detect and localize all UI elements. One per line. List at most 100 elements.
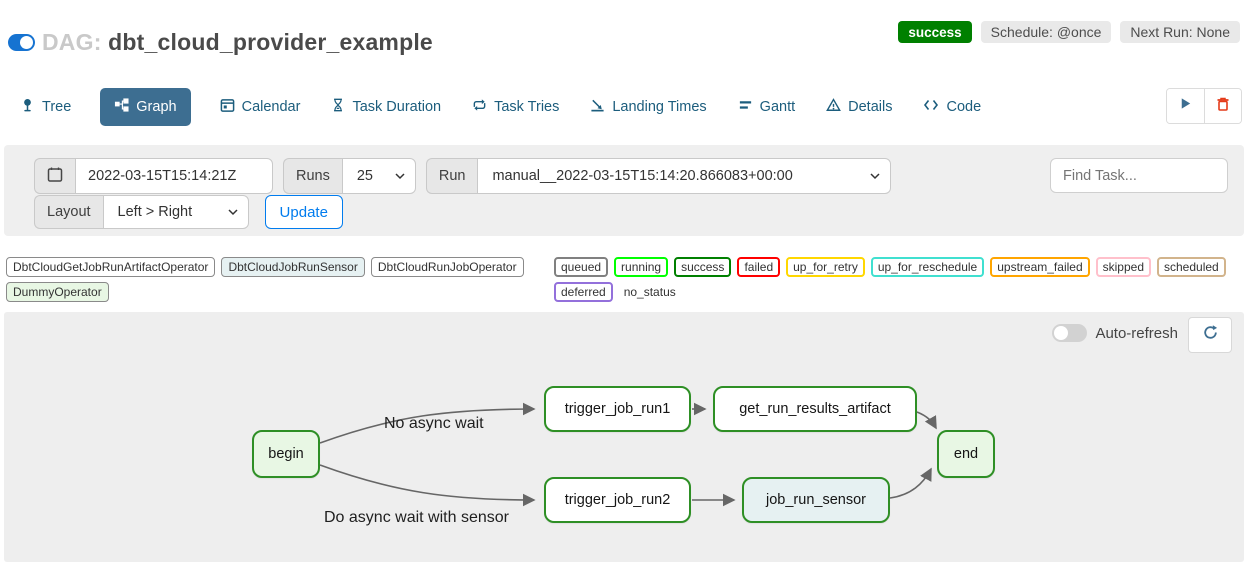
- state-badge: scheduled: [1157, 257, 1226, 277]
- trash-icon: [1215, 96, 1231, 117]
- state-badge: up_for_reschedule: [870, 257, 985, 277]
- tab-task-tries[interactable]: Task Tries: [470, 89, 561, 125]
- filter-row-1: Runs 25 Run manual__2022-03-15T15:14:20.…: [34, 158, 901, 194]
- refresh-icon: [1202, 324, 1219, 346]
- dag-graph-panel: Auto-refresh No async wait Do async wait…: [4, 312, 1244, 562]
- task-node-trigger-job-run2[interactable]: trigger_job_run2: [544, 477, 691, 523]
- tab-label: Task Tries: [494, 99, 560, 115]
- num-runs-group: Runs 25: [283, 158, 416, 194]
- view-tabs: Tree Graph Calendar Task Duration Task T…: [18, 88, 983, 126]
- tab-calendar[interactable]: Calendar: [218, 89, 303, 125]
- tab-label: Code: [946, 99, 982, 115]
- page-title: DAG: dbt_cloud_provider_example: [42, 29, 433, 56]
- run-label: Run: [425, 158, 478, 194]
- base-date-input[interactable]: [76, 168, 272, 184]
- graph-icon: [114, 97, 129, 117]
- tab-code[interactable]: Code: [921, 89, 983, 125]
- task-node-get-run-results-artifact[interactable]: get_run_results_artifact: [713, 386, 917, 432]
- operator-badge: DbtCloudJobRunSensor: [221, 257, 365, 277]
- find-task-wrap: [1050, 158, 1228, 193]
- layout-value: Left > Right: [117, 204, 193, 220]
- tab-label: Tree: [42, 99, 72, 115]
- toggle-knob: [20, 36, 33, 49]
- edge-label: No async wait: [384, 415, 484, 432]
- trigger-dag-button[interactable]: [1167, 89, 1204, 123]
- operator-legend: DbtCloudGetJobRunArtifactOperator DbtClo…: [6, 257, 546, 302]
- state-badge: upstream_failed: [990, 257, 1090, 277]
- state-legend: queued running success failed up_for_ret…: [554, 257, 1244, 302]
- delete-dag-button[interactable]: [1204, 89, 1241, 123]
- dag-run-group: Run manual__2022-03-15T15:14:20.866083+0…: [425, 158, 892, 194]
- tab-label: Details: [848, 99, 893, 115]
- chevron-down-icon: [228, 204, 238, 220]
- task-node-job-run-sensor[interactable]: job_run_sensor: [742, 477, 890, 523]
- base-date-group: [34, 158, 273, 194]
- tab-landing-times[interactable]: Landing Times: [588, 89, 708, 125]
- calendar-icon: [47, 166, 63, 187]
- edge-label: Do async wait with sensor: [324, 509, 509, 526]
- no-status-label: no_status: [623, 285, 676, 299]
- header-badges: success Schedule: @once Next Run: None: [898, 21, 1240, 43]
- tab-gantt[interactable]: Gantt: [736, 89, 797, 125]
- tab-label: Task Duration: [352, 99, 442, 115]
- auto-refresh-label: Auto-refresh: [1095, 324, 1178, 342]
- tab-graph[interactable]: Graph: [100, 88, 191, 126]
- gantt-icon: [738, 97, 753, 117]
- refresh-button[interactable]: [1188, 317, 1232, 353]
- dag-edges: [319, 402, 937, 507]
- graph-filter-panel: Runs 25 Run manual__2022-03-15T15:14:20.…: [4, 145, 1244, 236]
- operator-badge: DummyOperator: [6, 282, 109, 302]
- state-badge: running: [614, 257, 669, 277]
- task-node-end[interactable]: end: [937, 430, 995, 478]
- play-icon: [1178, 96, 1193, 116]
- dag-action-buttons: [1166, 88, 1242, 124]
- state-badge: failed: [737, 257, 781, 277]
- base-date-field-wrap: [75, 158, 273, 194]
- operator-badge: DbtCloudRunJobOperator: [370, 257, 524, 277]
- tab-label: Calendar: [241, 99, 301, 115]
- auto-refresh-control: Auto-refresh: [1052, 324, 1178, 342]
- runs-label: Runs: [283, 158, 342, 194]
- task-node-trigger-job-run1[interactable]: trigger_job_run1: [544, 386, 691, 432]
- num-runs-select[interactable]: 25: [341, 158, 416, 194]
- edge-artifact-end: [916, 411, 937, 430]
- auto-refresh-toggle[interactable]: [1052, 324, 1088, 342]
- dag-pause-toggle[interactable]: [8, 34, 35, 51]
- tab-label: Graph: [136, 99, 177, 115]
- state-badge: deferred: [554, 282, 613, 302]
- toggle-knob: [1054, 326, 1069, 340]
- tab-task-duration[interactable]: Task Duration: [329, 89, 443, 125]
- dag-name: dbt_cloud_provider_example: [108, 29, 433, 55]
- operator-badge: DbtCloudGetJobRunArtifactOperator: [6, 257, 216, 277]
- update-button[interactable]: Update: [264, 195, 343, 229]
- state-badge: queued: [554, 257, 609, 277]
- state-badge: success: [674, 257, 732, 277]
- layout-select[interactable]: Left > Right: [102, 195, 249, 229]
- retry-icon: [472, 97, 487, 117]
- state-badge: up_for_retry: [786, 257, 865, 277]
- edge-begin-trigger1: [319, 402, 536, 444]
- tab-tree[interactable]: Tree: [18, 89, 73, 125]
- status-badge: success: [898, 21, 972, 43]
- hourglass-icon: [331, 97, 345, 117]
- dag-run-select[interactable]: manual__2022-03-15T15:14:20.866083+00:00: [477, 158, 892, 194]
- layout-group: Layout Left > Right: [34, 195, 249, 229]
- dag-run-value: manual__2022-03-15T15:14:20.866083+00:00: [492, 168, 793, 184]
- state-badge: skipped: [1095, 257, 1151, 277]
- filter-row-2: Layout Left > Right Update: [34, 195, 343, 229]
- num-runs-value: 25: [356, 168, 373, 184]
- edge-begin-trigger2: [319, 464, 536, 507]
- task-node-begin[interactable]: begin: [252, 430, 320, 478]
- chevron-down-icon: [395, 168, 405, 184]
- tab-label: Gantt: [759, 99, 796, 115]
- layout-label: Layout: [34, 195, 103, 229]
- find-task-input[interactable]: [1051, 167, 1227, 184]
- dag-label: DAG:: [42, 29, 102, 55]
- legend: DbtCloudGetJobRunArtifactOperator DbtClo…: [6, 257, 1244, 302]
- tab-details[interactable]: Details: [824, 89, 894, 125]
- landing-icon: [590, 97, 605, 117]
- tree-icon: [20, 97, 35, 117]
- next-run-badge: Next Run: None: [1120, 21, 1240, 43]
- tab-label: Landing Times: [612, 99, 707, 115]
